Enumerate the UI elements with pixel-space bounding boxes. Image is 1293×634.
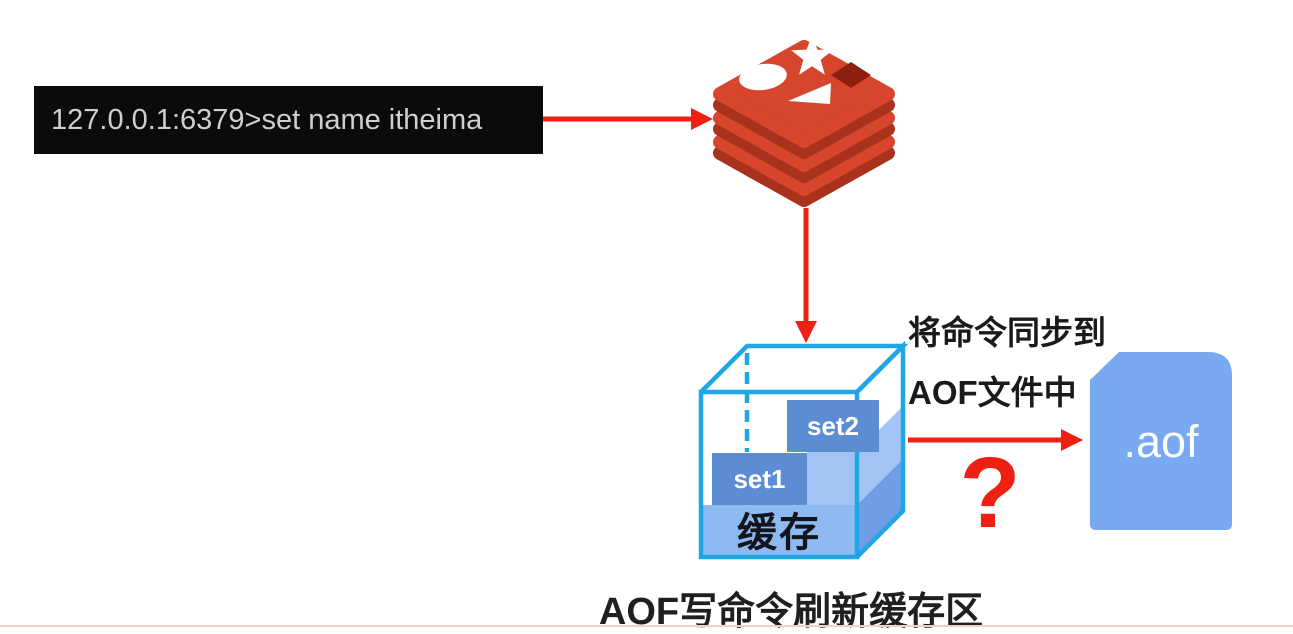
sync-annotation: 将命令同步到 AOF文件中 <box>908 303 1106 423</box>
redis-ellipse-shape <box>739 63 787 91</box>
buffer-cube-icon <box>698 340 909 560</box>
buffer-label: 缓存 <box>737 511 821 555</box>
redis-logo-icon <box>713 35 895 207</box>
redis-star-shape <box>791 35 833 75</box>
redis-hole-shape <box>831 62 871 88</box>
bottom-divider-line <box>0 625 1293 627</box>
aof-file-label: .aof <box>1123 416 1199 467</box>
buffer-block-set1-label: set1 <box>733 463 786 494</box>
sync-annotation-line1: 将命令同步到 <box>908 314 1106 351</box>
arrow-terminal-to-redis <box>543 108 713 130</box>
aof-file-icon <box>1090 352 1232 530</box>
terminal-command-text: 127.0.0.1:6379>set name itheima <box>51 103 483 136</box>
arrow-buffer-to-file <box>908 429 1083 451</box>
arrow-redis-to-buffer <box>795 208 817 343</box>
redis-triangle-shape <box>788 83 831 104</box>
buffer-block-set2: set2 <box>787 400 879 452</box>
sync-annotation-line2: AOF文件中 <box>908 374 1077 411</box>
buffer-block-set1: set1 <box>712 453 807 505</box>
question-mark: ? <box>959 437 1021 549</box>
terminal-box: 127.0.0.1:6379>set name itheima <box>34 86 543 154</box>
buffer-block-set2-label: set2 <box>806 410 860 441</box>
